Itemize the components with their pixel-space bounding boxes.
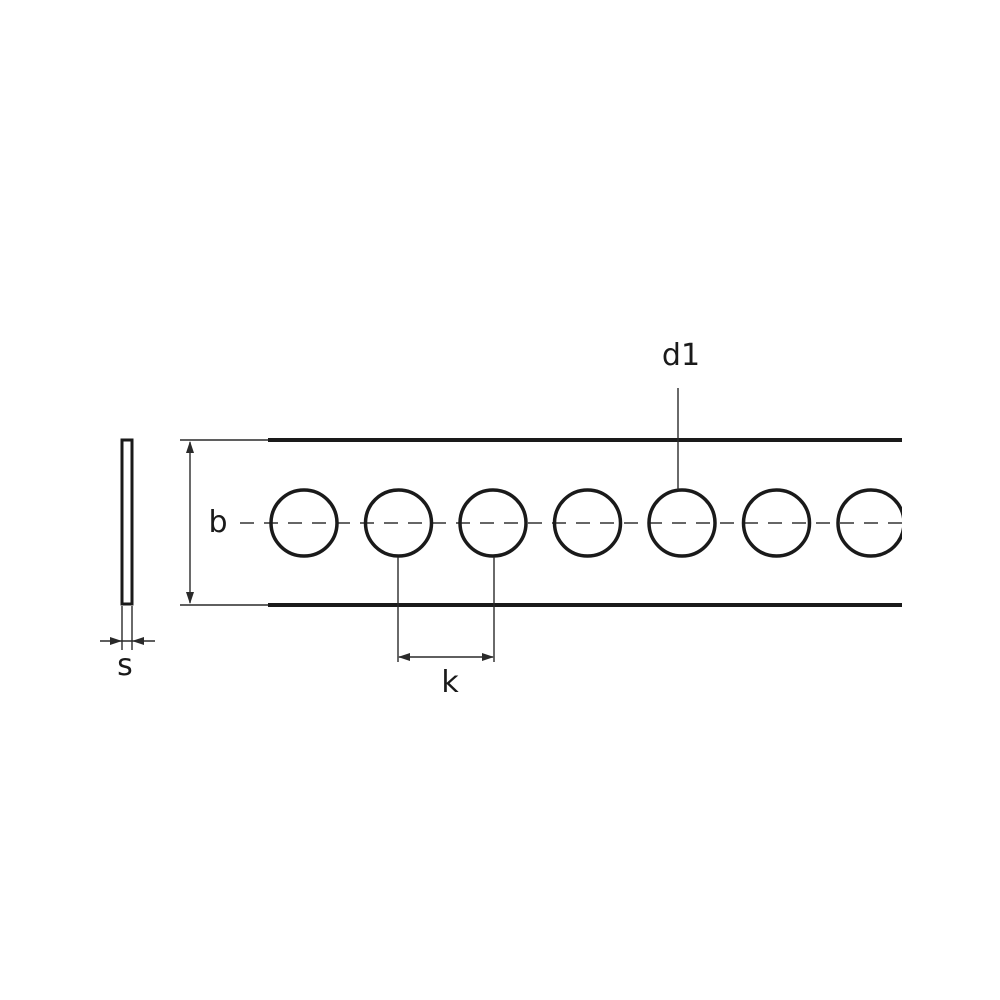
s-arrowhead-left (110, 637, 122, 645)
hole-1 (269, 488, 339, 558)
strip-front-view (240, 438, 902, 607)
width-dimension: b (180, 439, 268, 606)
d1-label: d1 (662, 338, 700, 373)
b-label: b (208, 505, 227, 540)
k-arrowhead-right (482, 653, 494, 661)
s-arrowhead-right (132, 637, 144, 645)
b-arrowhead-top (186, 441, 194, 453)
hole-5 (647, 488, 717, 558)
k-label: k (441, 665, 459, 700)
b-arrowhead-bottom (186, 592, 194, 604)
hole-6 (741, 488, 812, 558)
hole-4 (552, 488, 623, 558)
hole-row (269, 488, 902, 558)
hole-2 (363, 488, 434, 558)
hole-3 (458, 488, 528, 558)
hole-diameter-callout: d1 (662, 338, 700, 490)
s-label: s (117, 648, 133, 683)
pitch-dimension: k (397, 557, 495, 700)
k-arrowhead-left (398, 653, 410, 661)
side-view: s (100, 438, 155, 683)
side-view-profile (120, 438, 134, 606)
hole-7 (836, 488, 902, 558)
